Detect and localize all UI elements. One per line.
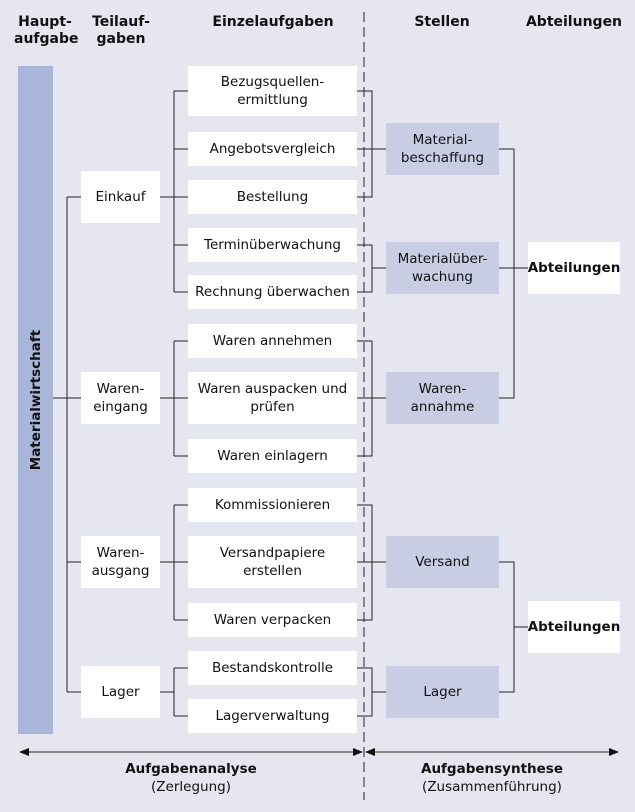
teilaufgabe-einkauf-label: Einkauf xyxy=(95,189,146,205)
stelle-annahme-line1: Waren- xyxy=(418,381,467,397)
footer-synthese-title: Aufgabensynthese xyxy=(421,761,563,777)
hauptaufgabe-label: Materialwirtschaft xyxy=(27,329,44,471)
hauptaufgabe-bar: Materialwirtschaft xyxy=(18,66,53,734)
einzelaufgabe-bestandskontrolle-label: Bestandskontrolle xyxy=(211,660,334,676)
teilaufgabe-lager-label: Lager xyxy=(101,684,140,700)
einzelaufgabe-versandpapiere-line1: Versandpapiere xyxy=(219,545,326,561)
einzelaufgabe-bestandskontrolle: Bestandskontrolle xyxy=(188,651,357,685)
einzelaufgabe-bezugsquellen-line2: ermittlung xyxy=(237,92,308,108)
einzelaufgabe-terminueberwachung: Terminüberwachung xyxy=(188,228,357,262)
footer-analyse-subtitle: (Zerlegung) xyxy=(151,779,231,795)
teilaufgabe-wareneingang-line2: eingang xyxy=(93,399,148,415)
einzelaufgabe-versandpapiere-line2: erstellen xyxy=(243,563,302,579)
abteilung-2-label: Abteilungen xyxy=(527,619,621,635)
stelle-lager-label: Lager xyxy=(423,684,462,700)
einzelaufgabe-waren-annehmen: Waren annehmen xyxy=(188,324,357,358)
teilaufgabe-warenausgang: Waren-ausgang xyxy=(81,536,160,588)
einzelaufgabe-bezugsquellen-line1: Bezugsquellen- xyxy=(220,74,325,90)
header-stellen: Stellen xyxy=(414,14,470,30)
stelle-ueberwachung-line2: wachung xyxy=(412,269,473,285)
einzelaufgabe-einlagern-label: Waren einlagern xyxy=(217,448,328,464)
stelle-materialueberwachung: Materialüber-wachung xyxy=(386,242,499,294)
header-teilaufgaben-line1: Teilauf- xyxy=(92,14,150,30)
einzelaufgabe-angebotsvergleich: Angebotsvergleich xyxy=(188,132,357,166)
stelle-warenannahme: Waren-annahme xyxy=(386,372,499,424)
stelle-versand-label: Versand xyxy=(415,554,470,570)
abteilung-2: Abteilungen xyxy=(528,601,620,653)
einzelaufgabe-lagerverwaltung: Lagerverwaltung xyxy=(188,699,357,733)
einzelaufgabe-versandpapiere: Versandpapiere erstellen xyxy=(188,536,357,588)
stelle-versand: Versand xyxy=(386,536,499,588)
footer-aufgabensynthese: Aufgabensynthese (Zusammenführung) xyxy=(366,760,618,796)
header-teilaufgaben-line2: gaben xyxy=(96,31,146,47)
stelle-materialbeschaffung: Material-beschaffung xyxy=(386,123,499,175)
einzelaufgabe-rechnung-label: Rechnung überwachen xyxy=(195,284,350,300)
stelle-lager: Lager xyxy=(386,666,499,718)
header-hauptaufgabe: Haupt- aufgabe xyxy=(14,14,79,48)
header-hauptaufgabe-line2: aufgabe xyxy=(14,31,79,47)
teilaufgabe-wareneingang: Waren-eingang xyxy=(81,372,160,424)
abteilung-1: Abteilungen xyxy=(528,242,620,294)
header-teilaufgaben: Teilauf- gaben xyxy=(86,14,156,48)
einzelaufgabe-waren-einlagern: Waren einlagern xyxy=(188,439,357,473)
einzelaufgabe-kommissionieren-label: Kommissionieren xyxy=(214,497,331,513)
teilaufgabe-warenausgang-line2: ausgang xyxy=(91,563,150,579)
abteilung-1-label: Abteilungen xyxy=(527,260,621,276)
stelle-beschaffung-line1: Material- xyxy=(412,132,473,148)
einzelaufgabe-auspacken-line1: Waren auspacken und xyxy=(197,381,348,397)
einzelaufgabe-lagerverwaltung-label: Lagerverwaltung xyxy=(215,708,330,724)
teilaufgabe-wareneingang-line1: Waren- xyxy=(96,381,145,397)
teilaufgabe-warenausgang-line1: Waren- xyxy=(96,545,145,561)
footer-synthese-subtitle: (Zusammenführung) xyxy=(422,779,562,795)
footer-aufgabenanalyse: Aufgabenanalyse (Zerlegung) xyxy=(20,760,362,796)
header-abteilungen: Abteilungen xyxy=(525,14,623,30)
header-einzelaufgaben: Einzelaufgaben xyxy=(212,14,334,30)
einzelaufgabe-bestellung: Bestellung xyxy=(188,180,357,214)
einzelaufgabe-waren-auspacken: Waren auspacken und prüfen xyxy=(188,372,357,424)
stelle-annahme-line2: annahme xyxy=(410,399,475,415)
einzelaufgabe-angebotsvergleich-label: Angebotsvergleich xyxy=(209,141,336,157)
stelle-ueberwachung-line1: Materialüber- xyxy=(397,251,488,267)
einzelaufgabe-rechnung-ueberwachen: Rechnung überwachen xyxy=(188,275,357,309)
einzelaufgabe-bezugsquellenermittlung: Bezugsquellen-ermittlung xyxy=(188,66,357,116)
stelle-beschaffung-line2: beschaffung xyxy=(400,150,485,166)
header-hauptaufgabe-line1: Haupt- xyxy=(18,14,72,30)
einzelaufgabe-waren-verpacken: Waren verpacken xyxy=(188,603,357,637)
teilaufgabe-einkauf: Einkauf xyxy=(81,171,160,223)
einzelaufgabe-auspacken-line2: prüfen xyxy=(250,399,295,415)
einzelaufgabe-bestellung-label: Bestellung xyxy=(236,189,309,205)
footer-analyse-title: Aufgabenanalyse xyxy=(125,761,257,777)
einzelaufgabe-annehmen-label: Waren annehmen xyxy=(212,333,333,349)
einzelaufgabe-terminueberwachung-label: Terminüberwachung xyxy=(204,237,341,253)
einzelaufgabe-verpacken-label: Waren verpacken xyxy=(213,612,332,628)
einzelaufgabe-kommissionieren: Kommissionieren xyxy=(188,488,357,522)
teilaufgabe-lager: Lager xyxy=(81,666,160,718)
